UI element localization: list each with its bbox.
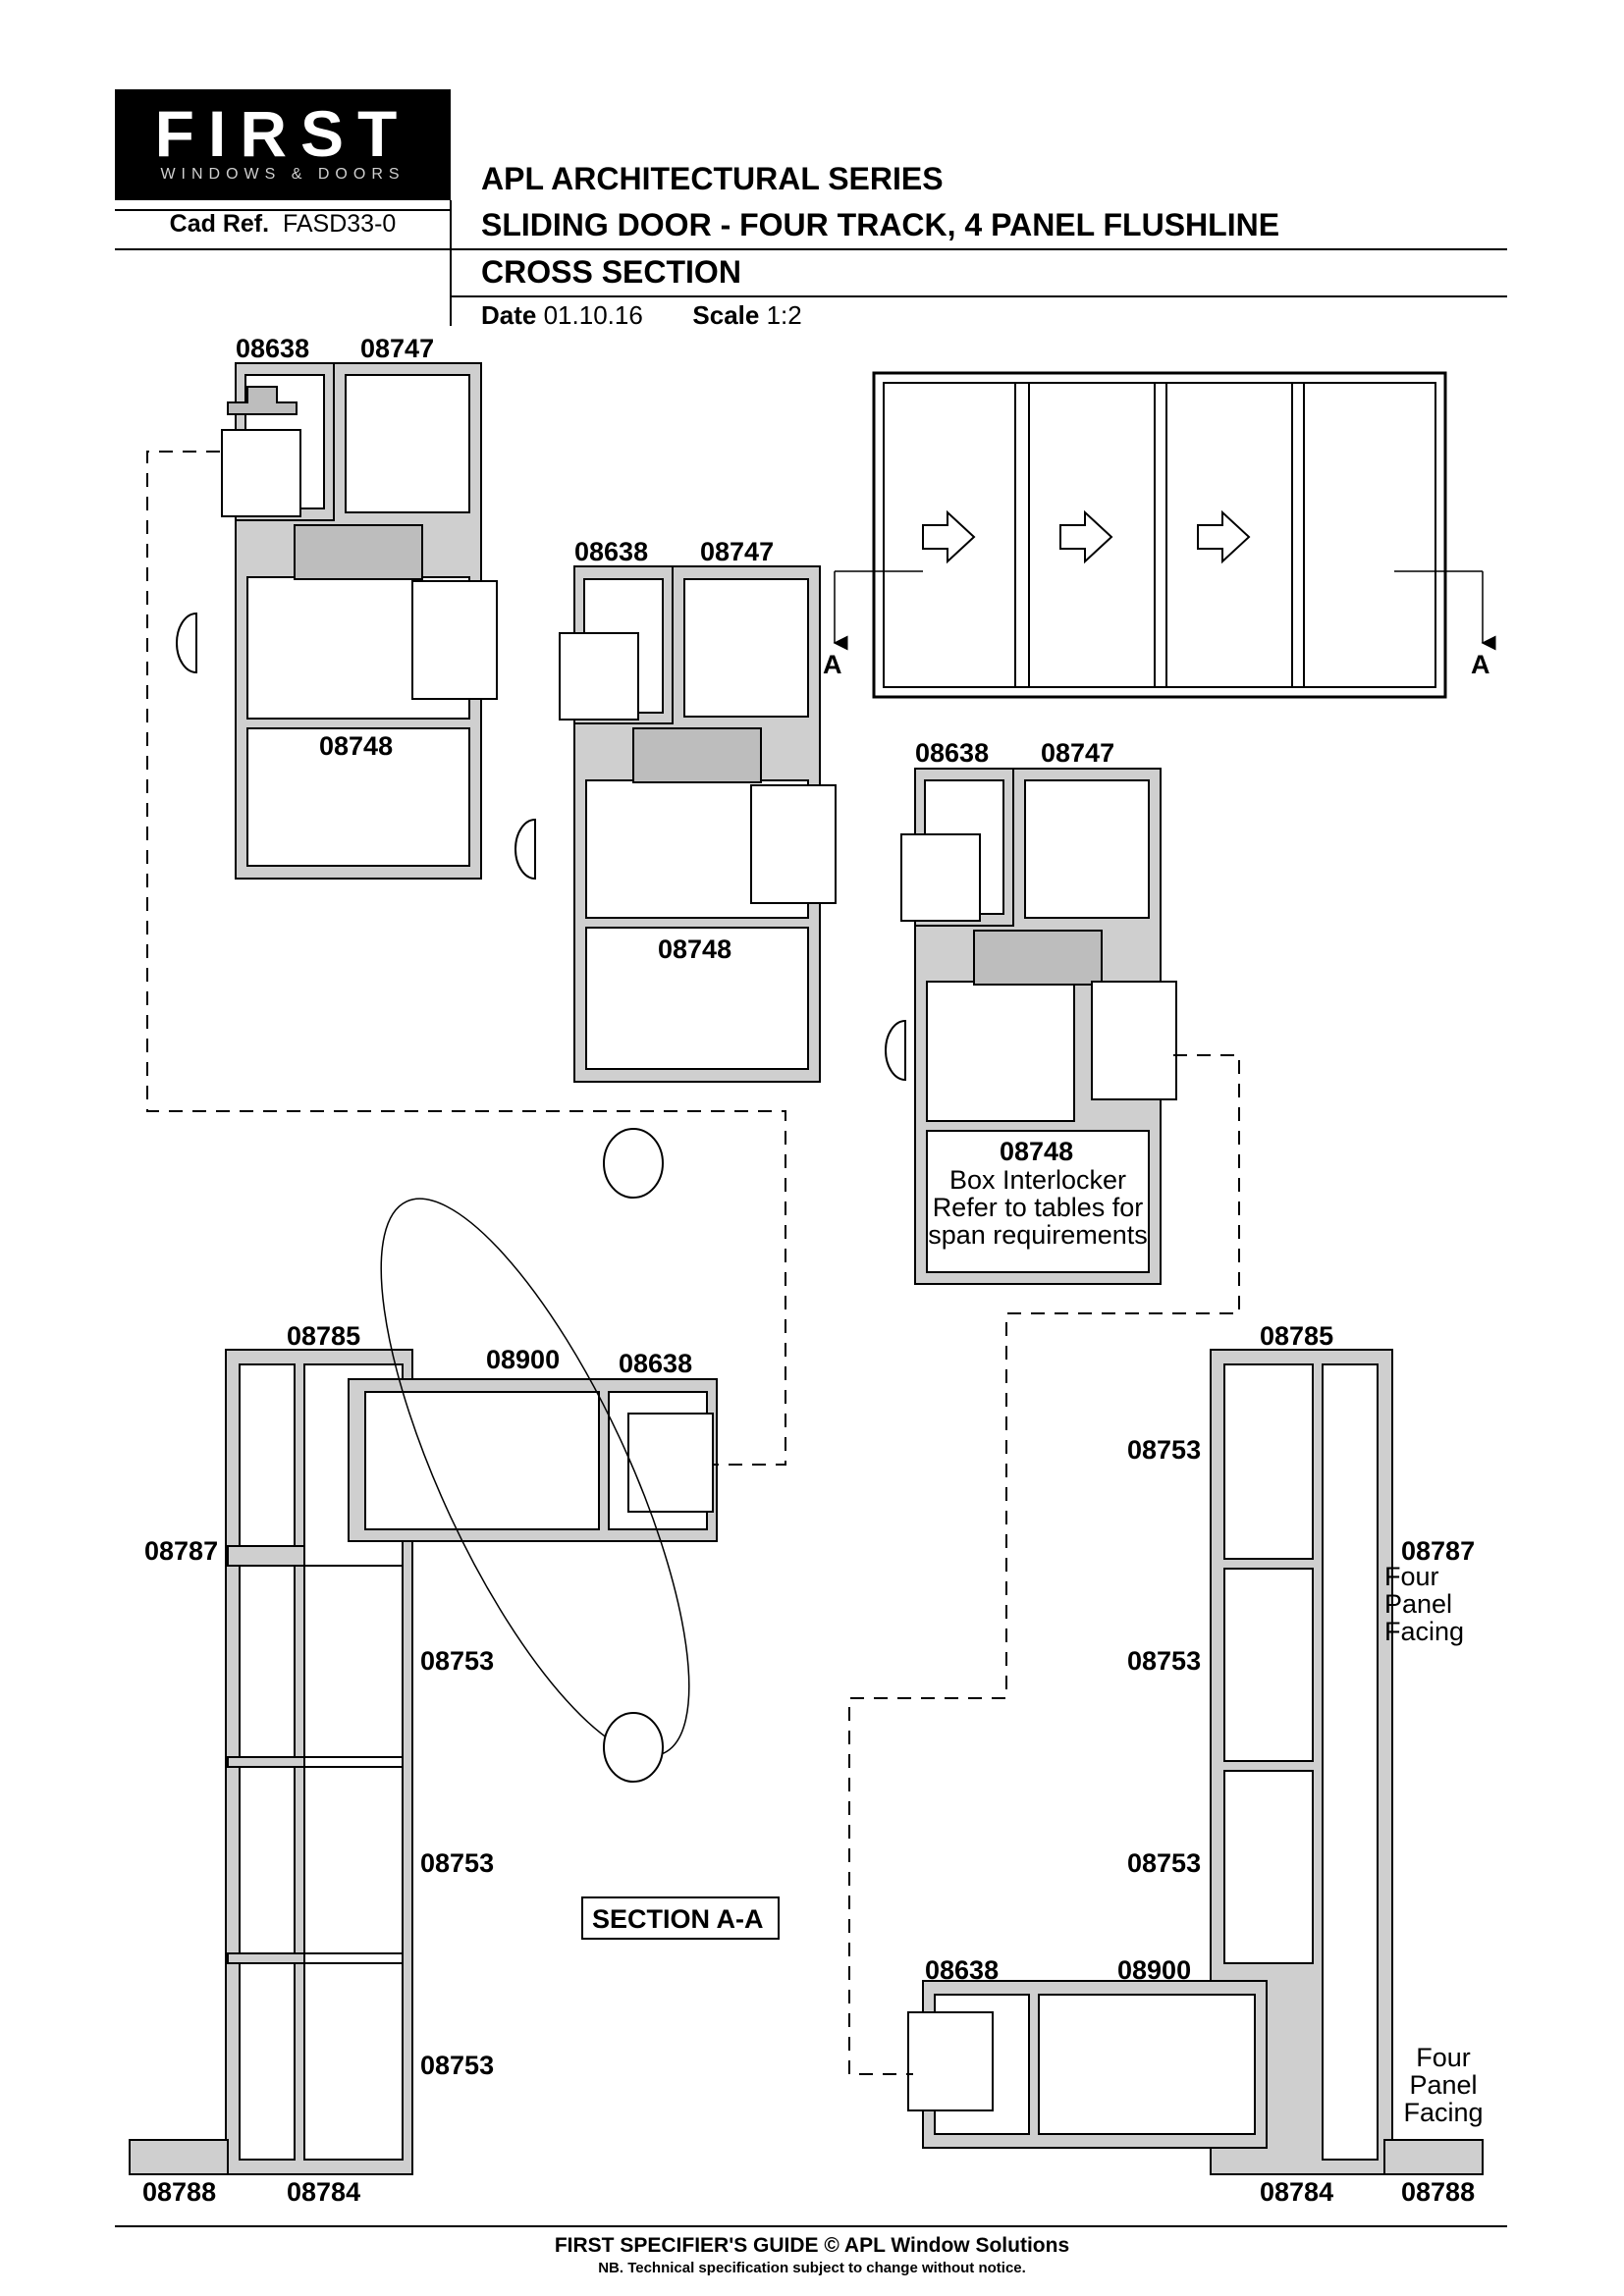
note-line: Facing (1384, 1617, 1465, 1646)
four-panel-facing-note: Four Panel Facing (1384, 1563, 1492, 1645)
product-title: SLIDING DOOR - FOUR TRACK, 4 PANEL FLUSH… (481, 207, 1280, 242)
part-label: 08787 (144, 1536, 219, 1566)
part-label: 08753 (420, 2051, 495, 2080)
note-line: Panel (1409, 2070, 1478, 2100)
part-label: 08788 (142, 2177, 217, 2207)
series-title: APL ARCHITECTURAL SERIES (481, 161, 944, 196)
part-label: 08753 (420, 1646, 495, 1676)
box-interlocker-note: Box Interlocker Refer to tables for span… (915, 1166, 1161, 1249)
part-label: 08748 (1000, 1137, 1074, 1166)
brand-logo: FIRST WINDOWS & DOORS (115, 89, 451, 200)
cad-reference: Cad Ref. FASD33-0 (115, 210, 451, 239)
scale-label: Scale (692, 300, 760, 330)
part-label: 08787 (1401, 1536, 1476, 1566)
part-label: 08900 (486, 1345, 561, 1374)
note-line: Four (1416, 2043, 1471, 2072)
part-label: 08753 (1127, 1435, 1202, 1465)
section-marker-right: A (1471, 650, 1490, 679)
part-label: 08753 (1127, 1646, 1202, 1676)
part-label: 08785 (287, 1321, 361, 1351)
slide-arrows (922, 509, 1251, 564)
part-label: 08638 (915, 738, 990, 768)
part-label: 08788 (1401, 2177, 1476, 2207)
part-label: 08747 (1041, 738, 1115, 768)
interlock-detail-1 (176, 362, 498, 880)
logo-wordmark: FIRST (154, 97, 411, 170)
cad-ref-label: Cad Ref. (169, 210, 270, 238)
slide-arrow (1059, 509, 1113, 564)
part-label: 08784 (287, 2177, 361, 2207)
drawing-meta: Date 01.10.16 Scale 1:2 (481, 300, 802, 331)
section-marker-left: A (823, 650, 842, 679)
part-label: 08638 (236, 334, 310, 363)
part-label: 08748 (658, 934, 732, 964)
part-label: 08900 (1117, 1955, 1192, 1985)
note-line: span requirements (928, 1220, 1148, 1250)
four-panel-facing-note: Four Panel Facing (1384, 2044, 1502, 2126)
slide-arrow (922, 509, 976, 564)
footer-guide: FIRST SPECIFIER'S GUIDE © APL Window Sol… (554, 2234, 1070, 2257)
part-label: 08638 (574, 537, 649, 566)
part-label: 08748 (319, 731, 394, 761)
logo-tagline: WINDOWS & DOORS (160, 166, 406, 183)
section-right-jamb (907, 1349, 1484, 2175)
note-line: Panel (1384, 1589, 1453, 1619)
interlock-detail-3 (885, 768, 1177, 1285)
note-line: Facing (1403, 2098, 1484, 2127)
section-title: SECTION A-A (592, 1904, 764, 1934)
part-label: 08638 (925, 1955, 1000, 1985)
cad-ref-value: FASD33-0 (282, 210, 397, 238)
slide-arrow (1197, 509, 1251, 564)
title-block-lines (115, 200, 1507, 326)
note-line: Four (1384, 1562, 1439, 1591)
part-label: 08785 (1260, 1321, 1334, 1351)
elevation-view (833, 371, 1496, 699)
note-line: Refer to tables for (932, 1193, 1144, 1222)
part-label: 08638 (619, 1349, 693, 1378)
part-label: 08753 (420, 1848, 495, 1878)
part-label: 08747 (700, 537, 775, 566)
interlock-detail-2 (514, 565, 837, 1083)
section-left-jamb (129, 1128, 718, 2175)
dashed-leaders (146, 451, 1240, 2075)
note-line: Box Interlocker (948, 1165, 1127, 1195)
date-label: Date (481, 300, 537, 330)
scale-value: 1:2 (766, 300, 802, 330)
section-cut-lines (833, 570, 1496, 651)
part-label: 08784 (1260, 2177, 1334, 2207)
view-title: CROSS SECTION (481, 254, 741, 290)
section-title-box (581, 1896, 780, 1940)
footer-disclaimer: NB. Technical specification subject to c… (598, 2260, 1026, 2276)
part-label: 08747 (360, 334, 435, 363)
date-value: 01.10.16 (543, 300, 643, 330)
part-label: 08753 (1127, 1848, 1202, 1878)
